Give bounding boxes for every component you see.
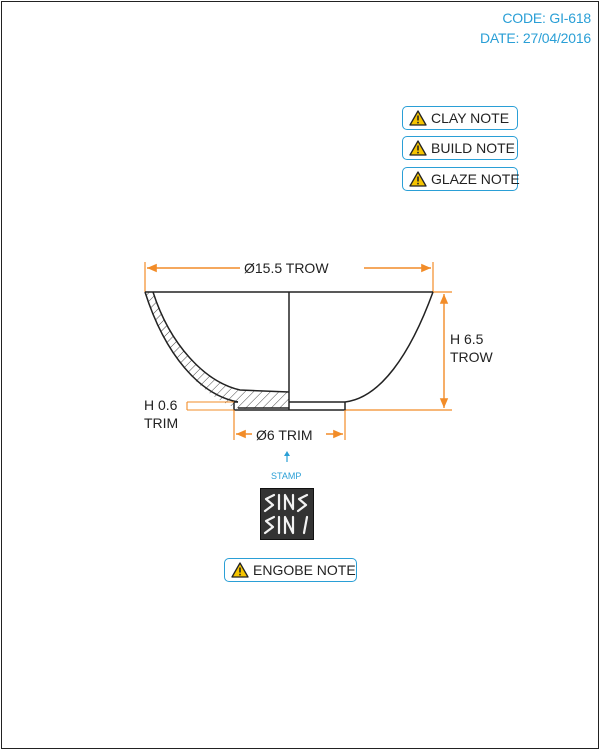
clay-note-button[interactable]: CLAY NOTE <box>402 106 518 130</box>
outer-right-wall <box>344 291 434 403</box>
warning-triangle-icon <box>409 171 427 187</box>
foot-height-label-line2: TRIM <box>144 415 178 431</box>
date-value: 27/04/2016 <box>522 30 591 46</box>
outer-left-wall <box>144 291 239 403</box>
warning-triangle-icon <box>231 562 249 578</box>
foot-diameter-dimension: Ø6 TRIM <box>233 410 346 443</box>
main-height-dimension: H 6.5 TROW <box>345 291 494 411</box>
bowl-section-hatch <box>145 292 289 409</box>
warning-triangle-icon <box>409 110 427 126</box>
label-backdrop <box>240 258 364 276</box>
code-value: GI-618 <box>549 10 591 26</box>
code-label: CODE: <box>502 10 546 26</box>
main-height-label-line2: TROW <box>450 349 494 365</box>
foot-height-dimension: H 0.6 TRIM <box>144 397 234 431</box>
glaze-note-label: GLAZE NOTE <box>431 171 520 187</box>
build-note-label: BUILD NOTE <box>431 140 516 156</box>
inner-left-wall <box>152 291 290 393</box>
bowl-outline <box>144 291 434 411</box>
foot-diameter-label: Ø6 TRIM <box>256 427 313 443</box>
date-label: DATE: <box>480 30 520 46</box>
engobe-note-button[interactable]: ENGOBE NOTE <box>224 558 357 582</box>
label-backdrop <box>252 425 326 443</box>
top-diameter-dimension: Ø15.5 TROW <box>144 258 434 292</box>
code-line: CODE: GI-618 <box>502 10 591 26</box>
date-line: DATE: 27/04/2016 <box>480 30 591 46</box>
arrow-up-icon <box>284 451 290 462</box>
glaze-note-button[interactable]: GLAZE NOTE <box>402 167 520 191</box>
warning-triangle-icon <box>409 140 427 156</box>
sin-sin-stamp-icon <box>263 493 309 535</box>
build-note-button[interactable]: BUILD NOTE <box>402 136 518 160</box>
main-height-label-line1: H 6.5 <box>450 331 484 347</box>
foot-height-label-line1: H 0.6 <box>144 397 178 413</box>
engobe-note-label: ENGOBE NOTE <box>253 562 356 578</box>
stamp-pointer: STAMP <box>271 451 301 481</box>
stamp-mark-image <box>260 488 314 540</box>
top-diameter-label: Ø15.5 TROW <box>244 260 329 276</box>
clay-note-label: CLAY NOTE <box>431 110 510 126</box>
stamp-label: STAMP <box>271 471 301 481</box>
